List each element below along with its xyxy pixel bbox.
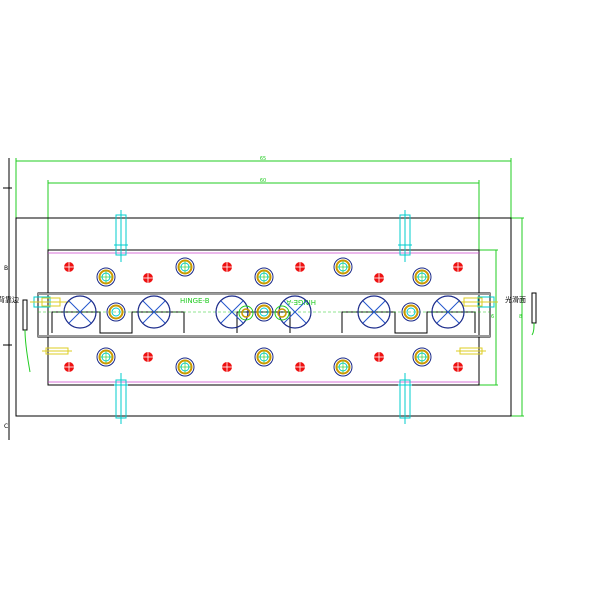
hinge-hole <box>431 295 465 329</box>
dimension-inner-width <box>47 180 480 250</box>
hinge-strip <box>37 292 491 338</box>
hinge-hole <box>278 295 312 329</box>
guide-pin-top-right <box>398 210 412 262</box>
hinge-strip-pins <box>106 302 421 322</box>
bolt <box>141 350 155 364</box>
hinge-hole <box>357 295 391 329</box>
ejector-pins-bottom-row <box>96 347 432 377</box>
guide-pin-top-left <box>114 210 128 262</box>
hinge-b-label: HINGE-B <box>180 297 210 305</box>
hinge-hole <box>63 295 97 329</box>
ejector-pin <box>96 267 116 287</box>
left-reference-line <box>3 158 12 440</box>
dimension-right-outer <box>511 217 524 417</box>
ejector-pin <box>333 357 353 377</box>
guide-pin-bottom-right <box>398 373 412 424</box>
ejector-pin <box>254 347 274 367</box>
ejector-pin <box>412 347 432 367</box>
strip-pin <box>254 302 274 322</box>
marker-b: B <box>4 265 8 272</box>
hinge-a-label: HINGE-A <box>286 298 316 306</box>
dimension-inner-text: 60 <box>260 178 266 184</box>
left-side-label: 背靠边 <box>0 295 19 304</box>
dimension-overall-text: 65 <box>260 156 266 162</box>
bolts-bottom-row <box>62 350 465 374</box>
strip-pin <box>106 302 126 322</box>
strip-pin <box>274 305 290 321</box>
left-bracket <box>30 296 72 355</box>
dimension-right-inner <box>479 249 498 386</box>
bolt <box>62 260 76 274</box>
bolt <box>372 350 386 364</box>
hinge-hole <box>137 295 171 329</box>
dimension-overall-width <box>15 158 512 218</box>
inner-plate <box>47 249 480 386</box>
bolt <box>220 360 234 374</box>
bolts-top-row <box>62 260 465 285</box>
ejector-pin <box>254 267 274 287</box>
strip-pin <box>401 302 421 322</box>
right-bracket <box>456 296 498 355</box>
ejector-pin <box>96 347 116 367</box>
dimension-right-inner-text: 6 <box>491 314 494 320</box>
bolt <box>62 360 76 374</box>
bolt <box>451 260 465 274</box>
ejector-pin <box>412 267 432 287</box>
bolt <box>141 271 155 285</box>
bolt <box>293 260 307 274</box>
bolt <box>220 260 234 274</box>
bolt <box>451 360 465 374</box>
ejector-pin <box>175 357 195 377</box>
ejector-pin <box>175 257 195 277</box>
marker-c: C <box>4 423 8 430</box>
bolt <box>293 360 307 374</box>
strip-pin <box>238 305 254 321</box>
right-side-label: 光滑面 <box>505 295 526 304</box>
right-side-slot <box>531 292 537 336</box>
hinge-hole <box>215 295 249 329</box>
outer-plate <box>15 217 512 417</box>
hinge-holes <box>63 295 465 329</box>
guide-pin-bottom-left <box>114 373 128 424</box>
bolt <box>372 271 386 285</box>
ejector-pins-top-row <box>96 257 432 287</box>
dimension-right-outer-text: 8 <box>519 314 522 320</box>
ejector-pin <box>333 257 353 277</box>
left-side-slot <box>22 299 31 373</box>
